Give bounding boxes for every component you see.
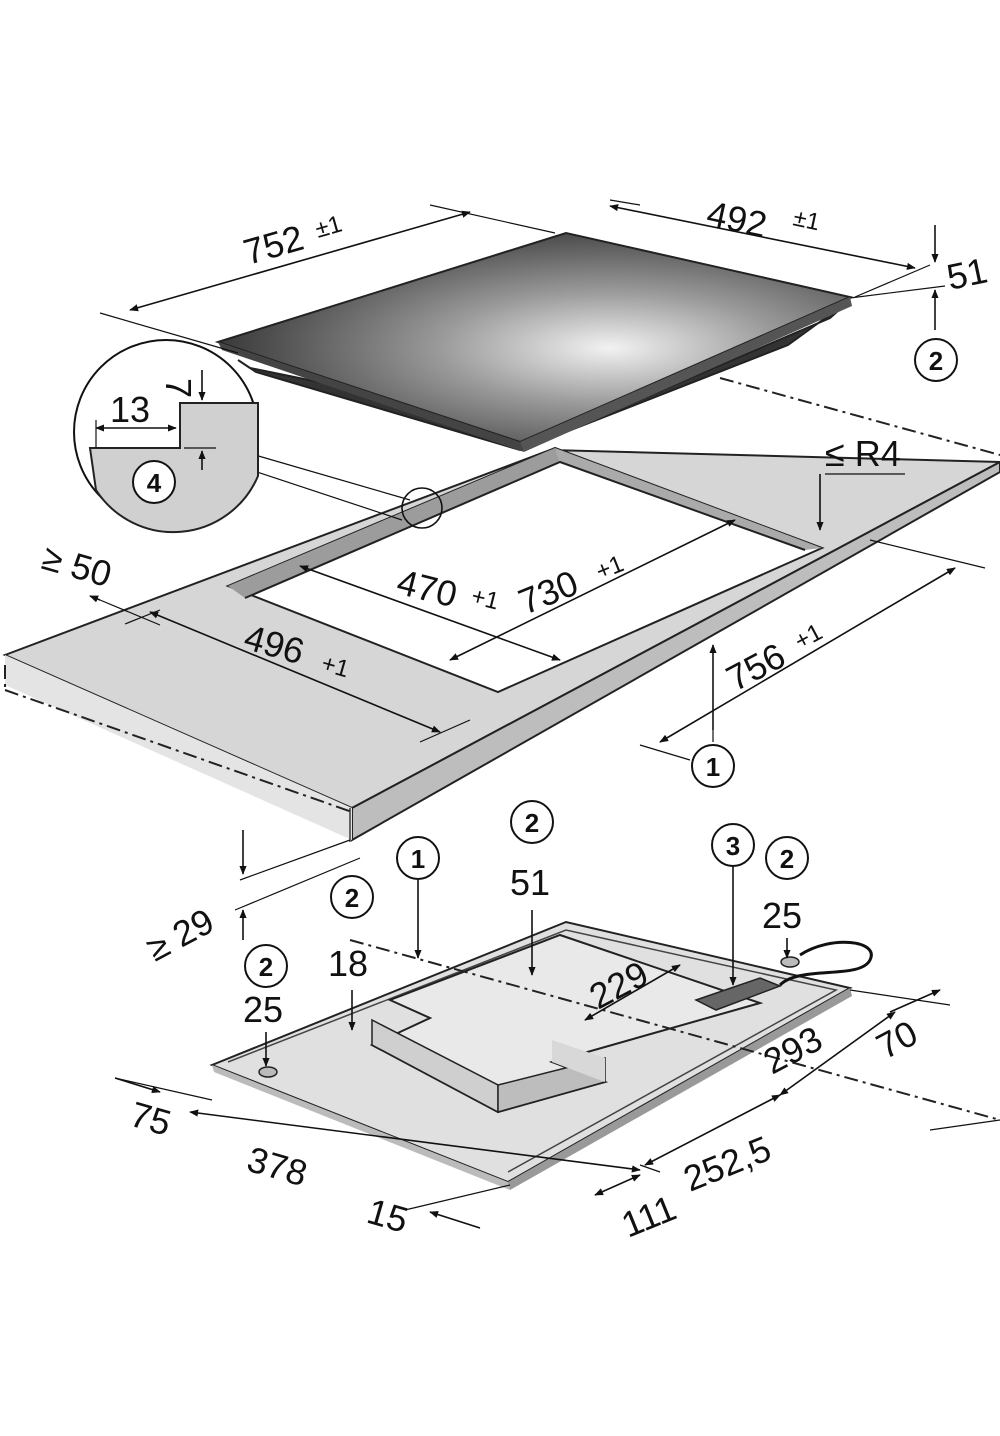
dim-378-label: 378 <box>243 1138 312 1194</box>
hob-width-dimension-line <box>129 210 471 312</box>
hob-glass-front-edge <box>218 342 524 452</box>
dim-70-line <box>889 989 941 1013</box>
detail-step-profile <box>88 402 259 534</box>
hob-depth-label: 492 <box>703 193 770 246</box>
hob-top-view <box>214 231 854 452</box>
callout-2-left-number: 2 <box>345 883 359 913</box>
min-front-distance-label: ≥ 50 <box>38 536 116 595</box>
cutout-side-wall <box>555 448 822 550</box>
dim-378-line <box>189 1109 641 1173</box>
callout-2-center-number: 2 <box>525 808 539 838</box>
underside-rear-height-label: 25 <box>762 895 802 936</box>
outer-depth-dimension-line <box>149 611 441 733</box>
step-height-label: 7 <box>158 378 199 398</box>
dim-252-line <box>644 1094 781 1166</box>
dim-75-label: 75 <box>126 1093 176 1143</box>
connection-cable <box>778 940 873 987</box>
inner-width-dimension-line <box>449 519 736 661</box>
callout-1-worktop <box>691 744 735 788</box>
inner-depth-label: 470 <box>393 561 461 615</box>
inner-width-label: 730 <box>513 562 584 623</box>
hob-depth-dimension-line <box>609 204 916 270</box>
callout-2-hob-height-number: 2 <box>929 346 943 376</box>
underside-left-height-label: 18 <box>328 943 368 984</box>
inner-width-tolerance: +1 <box>592 550 627 585</box>
worktop-left-edge <box>5 655 352 840</box>
callout-3-connection-number: 3 <box>726 831 740 861</box>
inner-depth-tolerance: +1 <box>469 583 502 616</box>
callout-4-detail <box>132 460 176 504</box>
callout-2-front <box>244 944 288 988</box>
callout-2-rear <box>765 836 809 880</box>
callout-2-front-number: 2 <box>259 952 273 982</box>
dim-15-label: 15 <box>363 1190 413 1240</box>
hob-glass-side-edge <box>520 297 852 452</box>
hob-width-label: 752 <box>239 217 308 273</box>
dim-293-line <box>779 1011 896 1096</box>
hob-depth-tolerance: ±1 <box>791 204 823 236</box>
dim-75-line <box>114 1077 161 1094</box>
dim-15-line <box>429 1211 481 1229</box>
step-width-label: 13 <box>110 389 150 430</box>
callout-2-rear-number: 2 <box>780 844 794 874</box>
detail-marker-circle <box>401 487 443 529</box>
conn-offset-dimension-line <box>584 964 681 1021</box>
callout-1-underside-number: 1 <box>411 844 425 874</box>
dim-70-label: 70 <box>870 1012 925 1067</box>
connection-box <box>694 977 783 1011</box>
foot-rear-right <box>780 956 800 968</box>
cutout-dimensions: ≤ R4 ≥ 50 470 +1 730 +1 496 +1 756 +1 1 <box>38 433 986 969</box>
outer-width-tolerance: +1 <box>790 619 827 656</box>
foot-front-left <box>258 1066 278 1078</box>
hob-width-tolerance: ±1 <box>312 211 345 244</box>
detail-circle: 13 7 4 <box>73 339 443 534</box>
callout-1-worktop-number: 1 <box>706 752 720 782</box>
callout-2-hob-height <box>914 338 958 382</box>
underside-center-height-label: 51 <box>510 862 550 903</box>
cutout-rear-wall <box>228 448 560 598</box>
callout-1-underside <box>396 836 440 880</box>
callout-2-left <box>330 875 374 919</box>
dim-111-label: 111 <box>616 1187 682 1246</box>
hob-height-label: 51 <box>943 249 991 297</box>
underside-front-height-label: 25 <box>243 989 283 1030</box>
dim-111-line <box>594 1174 641 1196</box>
dim-252-label: 252,5 <box>678 1128 777 1200</box>
callout-2-center <box>510 800 554 844</box>
callout-4-detail-number: 4 <box>147 468 162 498</box>
outer-width-dimension-line <box>659 567 956 743</box>
hob-glass-surface <box>214 231 854 444</box>
outer-width-label: 756 <box>720 635 792 699</box>
min-thickness-label: ≥ 29 <box>140 900 221 969</box>
worktop-front-edge <box>351 460 1000 842</box>
corner-radius-label: ≤ R4 <box>825 433 901 474</box>
